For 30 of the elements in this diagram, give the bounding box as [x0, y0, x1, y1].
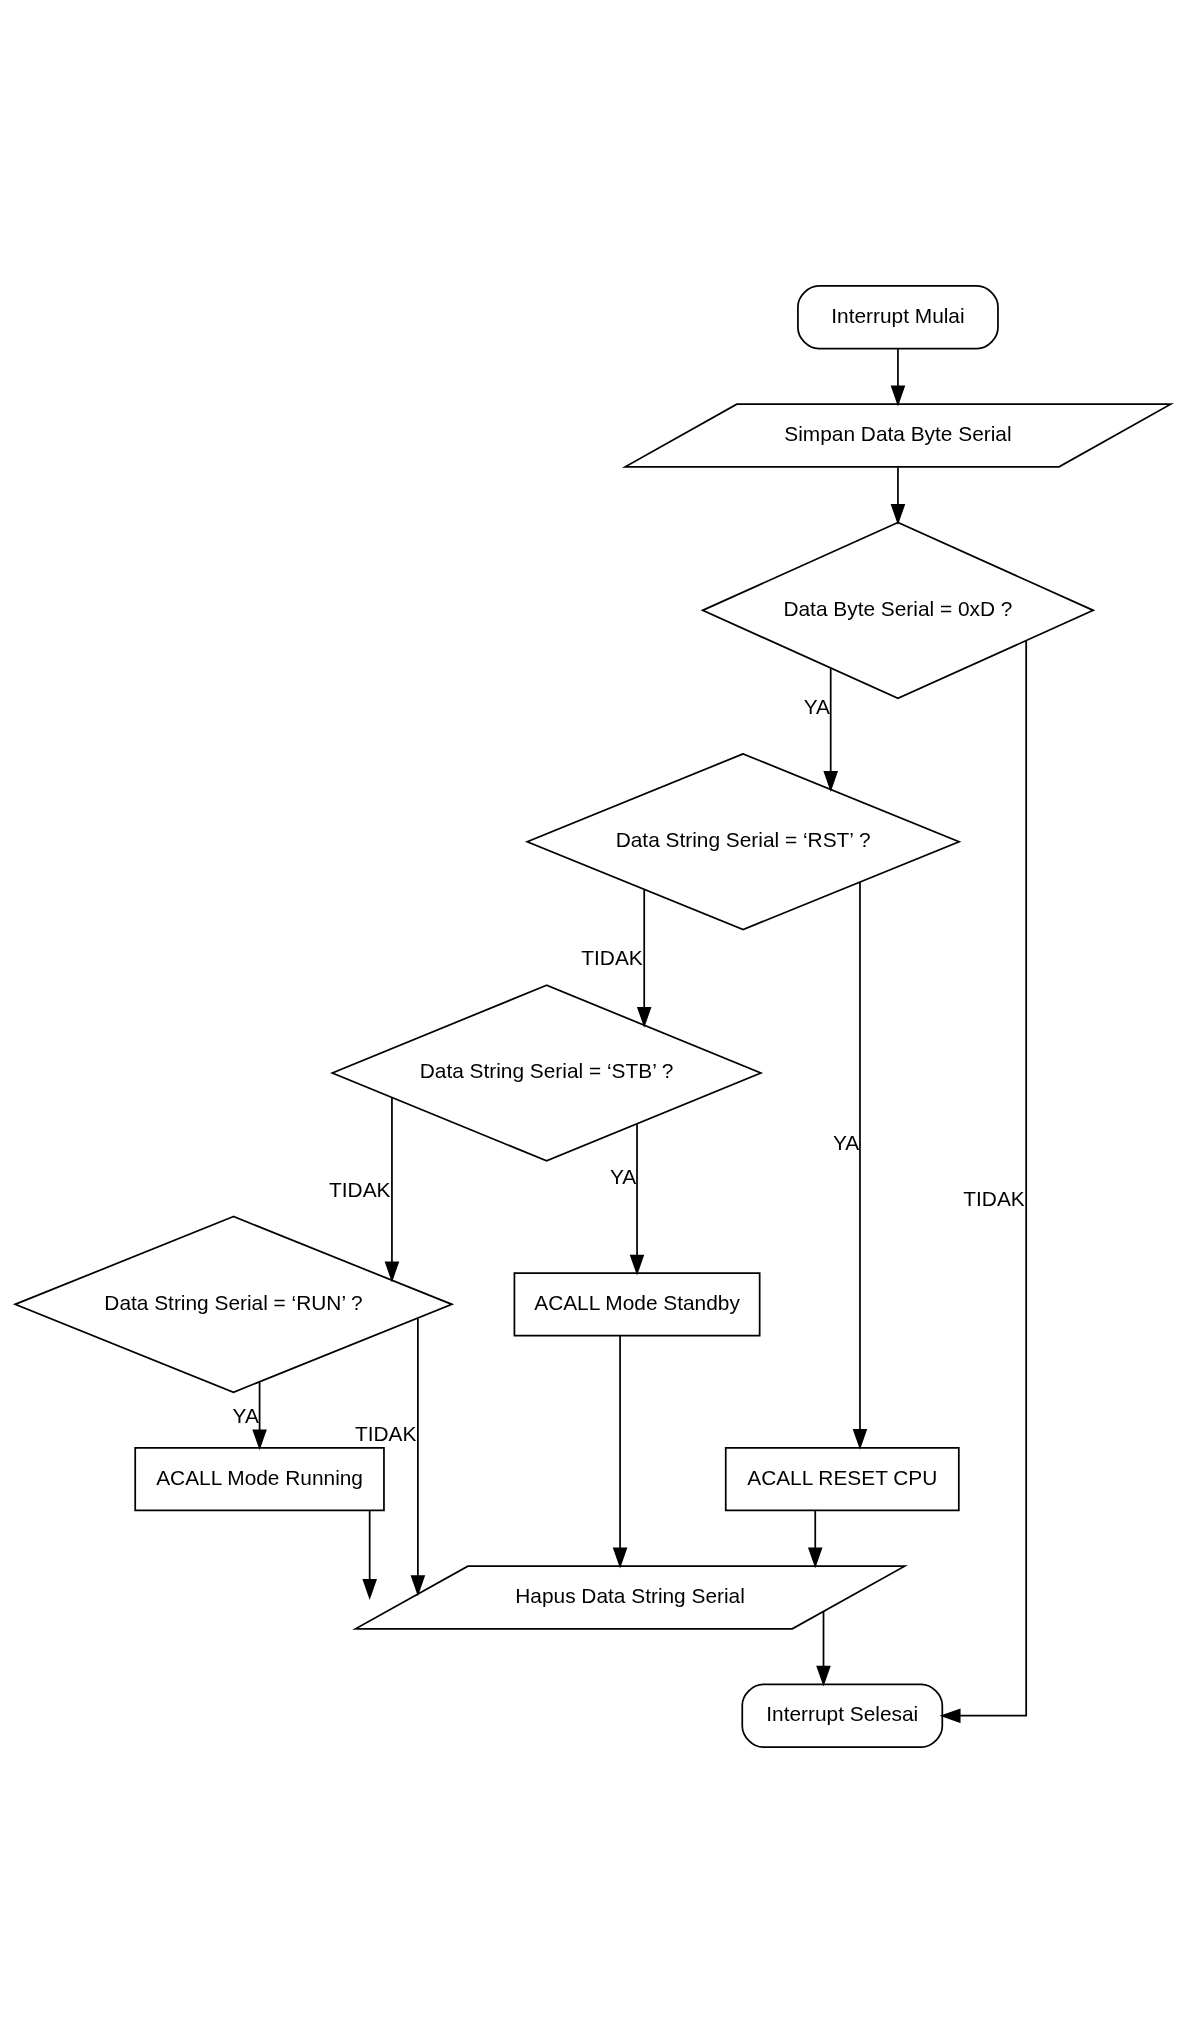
- node-box: ACALL Mode Running: [134, 1446, 385, 1511]
- edge-label: TIDAK: [581, 945, 643, 969]
- node-diamond: Data Byte Serial = 0xD ?: [700, 521, 1096, 699]
- node-box: Interrupt Mulai: [797, 284, 999, 349]
- arrow: [890, 466, 906, 525]
- arrow: [852, 880, 868, 1450]
- node-box: ACALL Mode Standby: [513, 1271, 761, 1337]
- node-diamond: Data String Serial = ‘RST’ ?: [524, 752, 962, 930]
- node-box: ACALL RESET CPU: [724, 1446, 960, 1511]
- arrow: [636, 888, 652, 1028]
- edge-label: TIDAK: [963, 1186, 1025, 1210]
- arrow: [252, 1380, 267, 1450]
- arrow: [823, 666, 838, 792]
- arrow: [816, 1610, 831, 1687]
- arrow: [410, 1317, 426, 1596]
- arrow: [629, 1122, 645, 1276]
- edge-label: YA: [232, 1403, 259, 1427]
- node-diamond: Data String Serial = ‘RUN’ ?: [12, 1215, 455, 1393]
- edge-label: YA: [609, 1164, 637, 1188]
- edge-label: TIDAK: [329, 1177, 391, 1201]
- node-box: Interrupt Selesai: [741, 1683, 944, 1748]
- arrow: [612, 1334, 628, 1568]
- arrow: [890, 347, 906, 406]
- arrow: [939, 639, 1028, 1723]
- node-diamond: Data String Serial = ‘STB’ ?: [330, 983, 764, 1162]
- edge-label: TIDAK: [354, 1421, 417, 1445]
- arrow: [384, 1096, 400, 1282]
- arrow: [807, 1509, 823, 1568]
- edge-label: YA: [832, 1130, 860, 1154]
- arrow: [362, 1509, 377, 1600]
